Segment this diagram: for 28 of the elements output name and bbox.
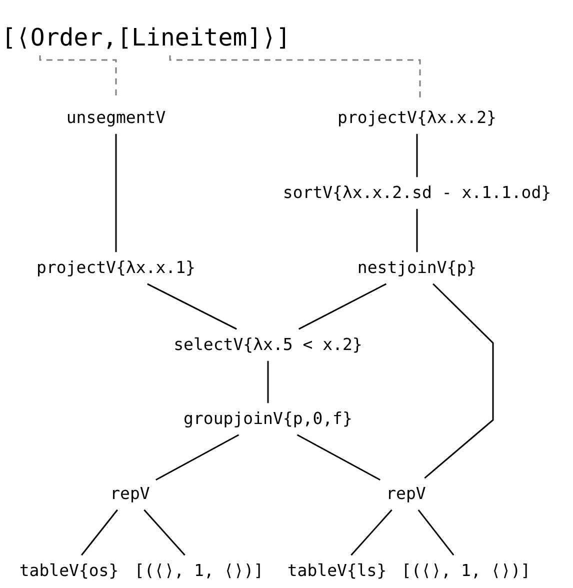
connector-line — [267, 360, 269, 404]
operator-label: projectV{λx.x.2} — [338, 108, 496, 128]
connector-line — [296, 434, 380, 481]
operator-label: tableV{ls} — [287, 561, 387, 581]
operator-label: [(⟨⟩, 1, ⟨⟩)] — [401, 561, 531, 581]
operator-label: projectV{λx.x.1} — [36, 258, 196, 278]
dashed-connector — [169, 55, 421, 100]
operator-label: nestjoinV{p} — [357, 258, 477, 278]
connector-line — [81, 509, 118, 556]
connector-line — [424, 283, 494, 479]
operator-label: groupjoinV{p,0,f} — [184, 409, 352, 429]
connector-line — [147, 283, 237, 330]
operator-label: unsegmentV — [66, 108, 166, 128]
operator-label: sortV{λx.x.2.sd - x.1.1.od} — [282, 183, 552, 203]
operator-label: selectV{λx.5 < x.2} — [174, 335, 362, 355]
connector-line — [298, 283, 387, 330]
operator-label: tableV{os} — [19, 561, 119, 581]
connector-line — [115, 134, 117, 252]
connector-line — [416, 208, 418, 252]
connector-line — [418, 509, 454, 556]
operator-label: repV — [386, 484, 426, 504]
connector-line — [416, 134, 418, 178]
type-expression: [⟨Order,[Lineitem]⟩] — [2, 24, 290, 52]
connector-line — [156, 434, 240, 481]
operator-label: [(⟨⟩, 1, ⟨⟩)] — [134, 561, 264, 581]
connector-line — [350, 509, 392, 556]
operator-label: repV — [110, 484, 150, 504]
connector-line — [144, 509, 186, 556]
